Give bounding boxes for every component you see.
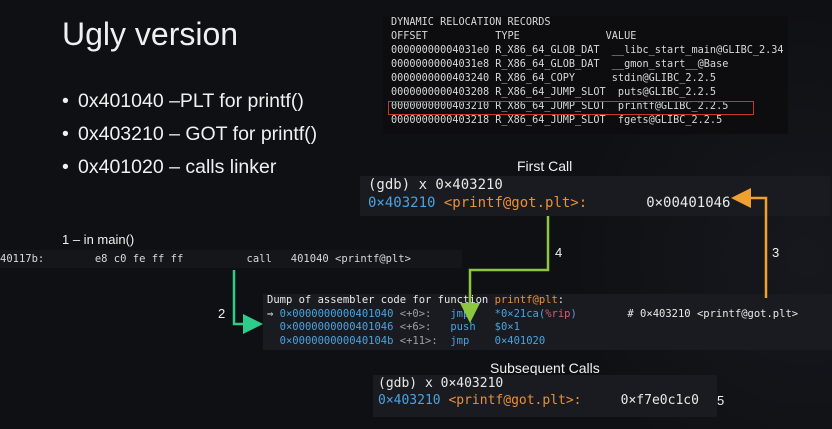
dump-row: 0×0000000000401046 <+6>: push $0×1: [279, 321, 520, 333]
reloc-header: DYNAMIC RELOCATION RECORDS: [391, 17, 551, 28]
bullet-item: •0x401020 – calls linker: [62, 156, 277, 178]
gdb-command: (gdb) x 0×403210: [368, 177, 503, 193]
arrow-3: [731, 188, 768, 298]
reloc-row: 0000000000403218 R_X86_64_JUMP_SLOT fget…: [391, 115, 723, 126]
reloc-row: 0000000000403208 R_X86_64_JUMP_SLOT puts…: [391, 87, 717, 98]
reloc-row: 00000000004031e8 R_X86_64_GLOB_DAT __gmo…: [391, 59, 729, 70]
step-number: 4: [555, 245, 563, 260]
gdb-first-call: (gdb) x 0×403210 0×403210 <printf@got.pl…: [360, 176, 830, 216]
arrow-2: [232, 270, 263, 334]
first-call-label: First Call: [517, 158, 573, 174]
dump-row: ⇒ 0×0000000000401040 <+0>: jmp *0×21ca(%…: [267, 307, 799, 320]
gdb-output: 0×403210 <printf@got.plt>: 0×00401046: [368, 195, 731, 211]
arrow-4: [460, 216, 550, 323]
gdb-output: 0×403210 <printf@got.plt>: 0×f7e0c1c0: [378, 393, 699, 408]
step-number: 2: [218, 306, 226, 321]
call-instruction: 40117b: e8 c0 fe ff ff call 401040 <prin…: [0, 250, 462, 268]
subsequent-calls-label: Subsequent Calls: [490, 360, 600, 376]
reloc-row-printf: 0000000000403210 R_X86_64_JUMP_SLOT prin…: [391, 101, 729, 112]
reloc-columns: OFFSET TYPE VALUE: [391, 31, 637, 42]
reloc-row: 0000000000403240 R_X86_64_COPY stdin@GLI…: [391, 73, 717, 84]
slide-title: Ugly version: [62, 16, 239, 52]
dump-header: Dump of assembler code for function prin…: [267, 294, 565, 306]
gdb-command: (gdb) x 0×403210: [378, 376, 504, 391]
reloc-row: 00000000004031e0 R_X86_64_GLOB_DAT __lib…: [391, 45, 784, 56]
step-number: 5: [717, 393, 725, 408]
gdb-subsequent-call: (gdb) x 0×403210 0×403210 <printf@got.pl…: [373, 375, 717, 417]
bullet-item: •0x401040 –PLT for printf(): [62, 90, 304, 112]
disassembly-dump: Dump of assembler code for function prin…: [263, 294, 832, 350]
bullet-item: •0x403210 – GOT for printf(): [62, 123, 318, 145]
bullet-list: •0x401040 –PLT for printf() •0x403210 – …: [62, 88, 317, 187]
dump-row: 0×000000000040104b <+11>: jmp 0×401020: [279, 334, 546, 347]
step-number: 3: [772, 245, 780, 260]
in-main-label: 1 – in main(): [62, 232, 135, 247]
